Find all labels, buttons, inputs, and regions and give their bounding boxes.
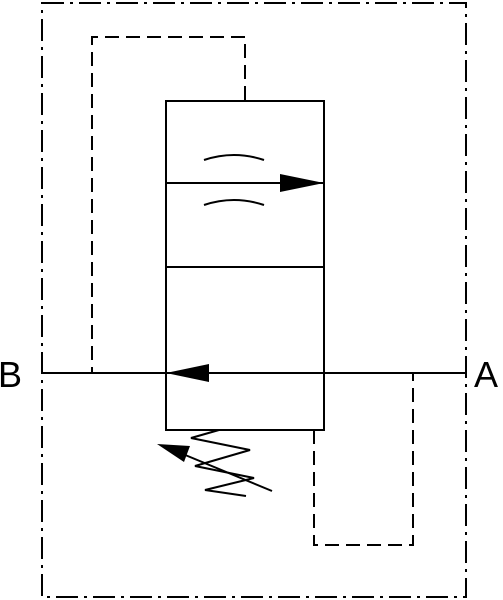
throttle-arc-upper-icon [203, 154, 265, 161]
pilot-line-bottom [313, 373, 414, 546]
flow-arrow-left-icon [166, 364, 209, 382]
enclosure-boundary [41, 2, 467, 598]
spring-icon [190, 429, 255, 497]
adjustment-arrow-shaft [177, 451, 273, 492]
valve-body [165, 100, 325, 431]
port-label-b: B [0, 354, 22, 395]
flow-arrow-right-icon [280, 174, 324, 192]
adjustment-arrow-icon [157, 444, 190, 462]
port-label-a: A [474, 354, 498, 395]
throttle-arc-lower-icon [203, 199, 265, 206]
pilot-line-top [91, 36, 246, 373]
